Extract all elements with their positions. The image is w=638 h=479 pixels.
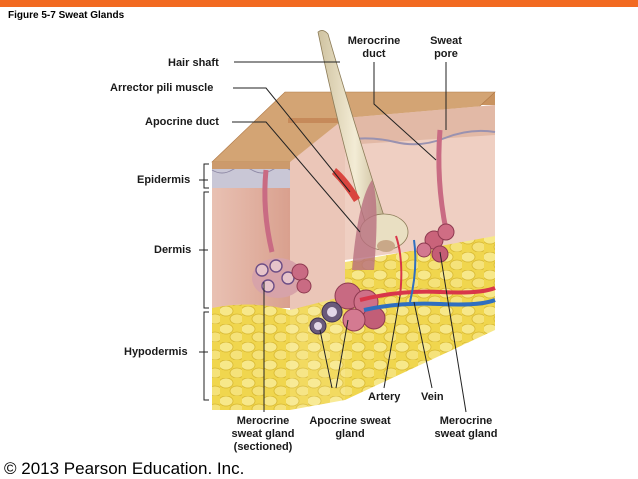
label-hair-shaft: Hair shaft (168, 57, 219, 69)
label-epidermis: Epidermis (137, 174, 191, 186)
label-merocrine-duct: Merocrine duct (347, 35, 401, 60)
label-apocrine-sweat-gland: Apocrine sweat gland (309, 415, 391, 440)
label-merocrine-sweat-gland-sectioned: Merocrine sweat gland (sectioned) (231, 415, 295, 453)
label-dermis: Dermis (154, 244, 192, 256)
arrector-pili-muscle (332, 168, 360, 202)
hair-follicle (352, 180, 377, 270)
merocrine-gland-sectioned (252, 258, 312, 298)
label-hypodermis: Hypodermis (124, 346, 188, 358)
epidermis-layer (211, 162, 291, 188)
copyright-notice: © 2013 Pearson Education. Inc. (4, 459, 245, 478)
merocrine-gland-right (416, 223, 455, 263)
leader-lines (199, 61, 467, 413)
label-sweat-pore: Sweat pore (430, 35, 462, 60)
figure-title: Figure 5-7 Sweat Glands (8, 10, 125, 21)
blood-vessels (359, 235, 496, 312)
hypodermis-layer (212, 236, 495, 410)
label-merocrine-sweat-gland: Merocrine sweat gland (434, 415, 498, 440)
label-artery: Artery (368, 391, 401, 403)
label-vein: Vein (421, 391, 444, 403)
label-arrector-pili-muscle: Arrector pili muscle (110, 82, 214, 94)
label-apocrine-duct: Apocrine duct (145, 116, 219, 128)
merocrine-duct (436, 129, 449, 231)
accent-bar (0, 0, 638, 7)
